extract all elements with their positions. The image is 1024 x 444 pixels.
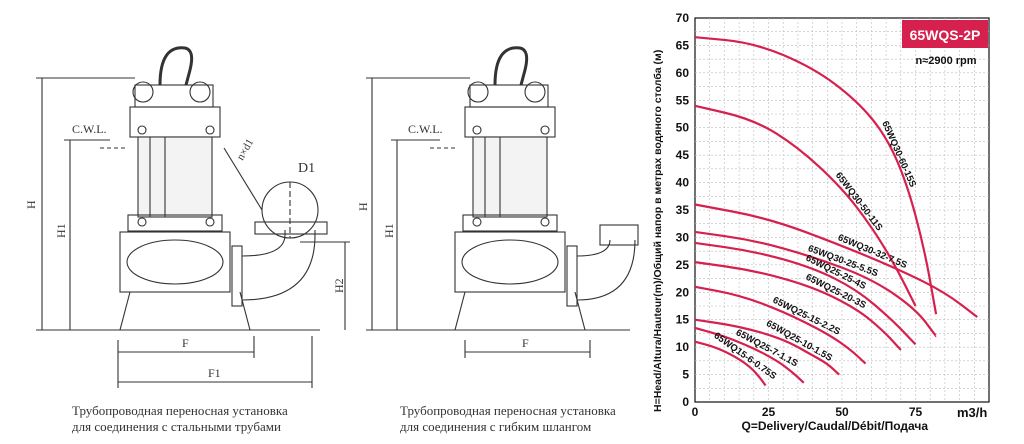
right-installation-drawing	[366, 46, 639, 358]
chart-grid	[695, 18, 989, 402]
pump-curve	[694, 340, 767, 387]
x-tick-labels: 0 25 50 75	[692, 405, 923, 419]
pump-curve	[694, 203, 978, 318]
right-caption-line2: для соединения с гибким шлангом	[400, 419, 592, 434]
y-tick-label: 45	[676, 148, 690, 162]
pump-curve	[694, 318, 840, 376]
pump-curve	[694, 241, 917, 346]
x-axis-label: Q=Delivery/Caudal/Débit/Подача	[742, 419, 929, 433]
pump-curve	[694, 261, 902, 351]
x-tick-label: 75	[909, 405, 923, 419]
right-cwl-label: C.W.L.	[408, 122, 443, 136]
right-f-label: F	[522, 336, 529, 350]
left-caption-line1: Трубопроводная переносная установка	[72, 403, 288, 418]
left-h-label: H	[24, 200, 38, 209]
y-tick-label: 40	[676, 176, 690, 190]
speed-label: n≈2900 rpm	[915, 55, 976, 67]
y-tick-labels: 0 5 10 15 20 25 30 35 40 45 50 55 60 65 70	[676, 11, 690, 409]
left-h1-label: H1	[54, 223, 68, 238]
pump-curves	[694, 36, 978, 387]
left-f1-label: F1	[208, 366, 221, 380]
x-tick-label: 50	[835, 405, 849, 419]
pump-curve	[694, 285, 867, 365]
right-caption-line1: Трубопроводная переносная установка	[400, 403, 616, 418]
y-tick-label: 0	[682, 395, 689, 409]
installation-drawings: C.W.L. H H1 H2 F F1 D1 n×d1 C.W.L. H H1 …	[24, 46, 639, 388]
y-tick-label: 25	[676, 258, 690, 272]
x-tick-label: 0	[692, 405, 699, 419]
pump-curve	[694, 326, 805, 384]
model-badge	[902, 20, 988, 48]
y-tick-label: 15	[676, 313, 690, 327]
left-installation-drawing	[36, 46, 350, 388]
left-cwl-label: C.W.L.	[72, 122, 107, 136]
y-tick-label: 70	[676, 11, 690, 25]
left-caption-line2: для соединения с стальными трубами	[72, 419, 281, 434]
x-tick-label: 25	[762, 405, 776, 419]
y-axis-label: H=Head/Altura/Hauteur(m)/Общий напор в м…	[652, 50, 664, 412]
pump-curve	[694, 230, 937, 337]
y-tick-label: 50	[676, 121, 690, 135]
left-f-label: F	[182, 336, 189, 350]
y-tick-label: 20	[676, 285, 690, 299]
model-badge-text: 65WQS-2P	[910, 27, 981, 43]
y-tick-label: 10	[676, 340, 690, 354]
x-axis-unit: m3/h	[957, 405, 987, 420]
y-tick-label: 65	[676, 38, 690, 52]
right-h-label: H	[356, 202, 370, 211]
y-tick-label: 30	[676, 230, 690, 244]
y-tick-label: 5	[682, 368, 689, 382]
left-d1-label: D1	[298, 161, 315, 176]
pump-curve	[694, 36, 938, 315]
pump-curve	[694, 104, 917, 307]
y-tick-label: 55	[676, 93, 690, 107]
y-tick-label: 60	[676, 66, 690, 80]
right-h1-label: H1	[382, 223, 396, 238]
y-tick-label: 35	[676, 203, 690, 217]
left-h2-label: H2	[332, 278, 346, 293]
